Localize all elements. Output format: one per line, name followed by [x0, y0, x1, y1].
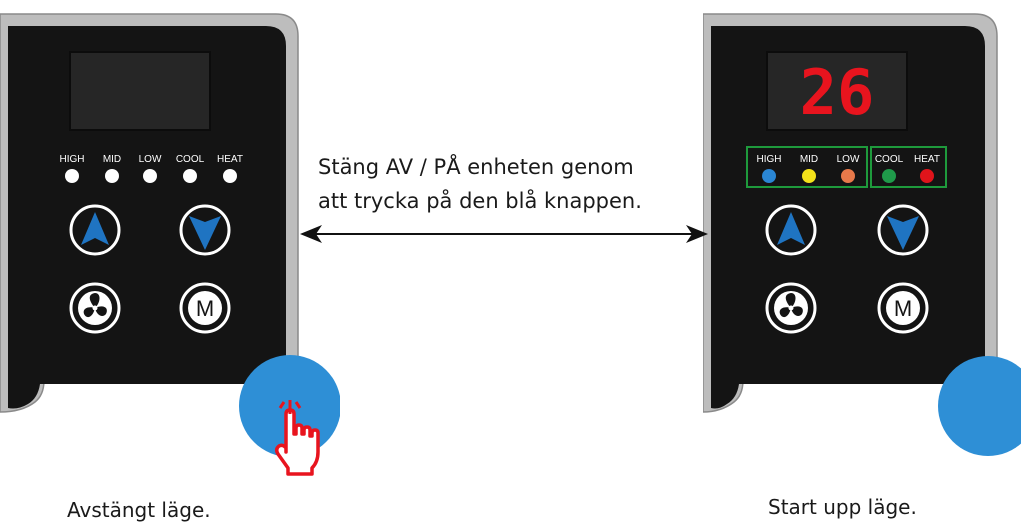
indicator-light-high — [762, 169, 776, 183]
indicator-label-cool: COOL — [176, 154, 205, 165]
mode-label: M — [894, 296, 912, 321]
indicator-light-mid — [105, 169, 119, 183]
instruction-line-2: att trycka på den blå knappen. — [318, 189, 642, 213]
fan-icon — [779, 293, 803, 318]
down-arrow-icon — [189, 216, 221, 250]
display-value: 26 — [800, 56, 875, 129]
indicator-light-high — [65, 169, 79, 183]
indicator-label-low: LOW — [837, 154, 860, 165]
indicator-label-heat: HEAT — [914, 154, 940, 165]
indicator-light-cool — [183, 169, 197, 183]
up-arrow-icon — [777, 212, 805, 245]
instruction-text: Stäng AV / PÅ enheten genom att trycka p… — [318, 150, 688, 218]
down-arrow-icon — [887, 216, 919, 250]
fan-icon — [83, 293, 107, 318]
indicator-label-mid: MID — [800, 154, 818, 165]
arrow-head-right-icon — [686, 225, 708, 243]
mode-label: M — [196, 296, 214, 321]
down-button[interactable] — [179, 204, 231, 256]
indicator-light-cool — [882, 169, 896, 183]
up-button[interactable] — [69, 204, 121, 256]
indicator-label-mid: MID — [103, 154, 121, 165]
indicator-label-low: LOW — [139, 154, 162, 165]
up-arrow-icon — [81, 212, 109, 245]
indicator-label-heat: HEAT — [217, 154, 243, 165]
indicator-label-cool: COOL — [875, 154, 904, 165]
indicator-light-low — [143, 169, 157, 183]
fan-button[interactable] — [69, 282, 121, 334]
mode-indicator-group — [870, 146, 947, 188]
right-control-panel: 26 HIGH MID LOW COOL HEAT M — [703, 13, 1021, 456]
fan-speed-indicator-group — [746, 146, 868, 188]
double-arrow — [300, 225, 708, 243]
indicator-light-low — [841, 169, 855, 183]
indicator-light-mid — [802, 169, 816, 183]
display-screen — [69, 51, 211, 131]
down-button[interactable] — [877, 204, 929, 256]
mode-button[interactable]: M — [877, 282, 929, 334]
fan-button[interactable] — [765, 282, 817, 334]
right-caption: Start upp läge. — [768, 495, 917, 519]
indicator-label-high: HIGH — [60, 154, 85, 165]
display-screen — [766, 51, 908, 131]
indicator-label-high: HIGH — [757, 154, 782, 165]
mode-button[interactable]: M — [179, 282, 231, 334]
up-button[interactable] — [765, 204, 817, 256]
left-caption: Avstängt läge. — [67, 498, 211, 522]
indicator-light-heat — [920, 169, 934, 183]
indicator-light-heat — [223, 169, 237, 183]
left-control-panel: HIGH MID LOW COOL HEAT M — [0, 13, 340, 476]
power-button[interactable] — [938, 356, 1021, 456]
instruction-line-1: Stäng AV / PÅ enheten genom — [318, 155, 634, 179]
arrow-head-left-icon — [300, 225, 322, 243]
hand-cursor-icon — [274, 400, 320, 476]
